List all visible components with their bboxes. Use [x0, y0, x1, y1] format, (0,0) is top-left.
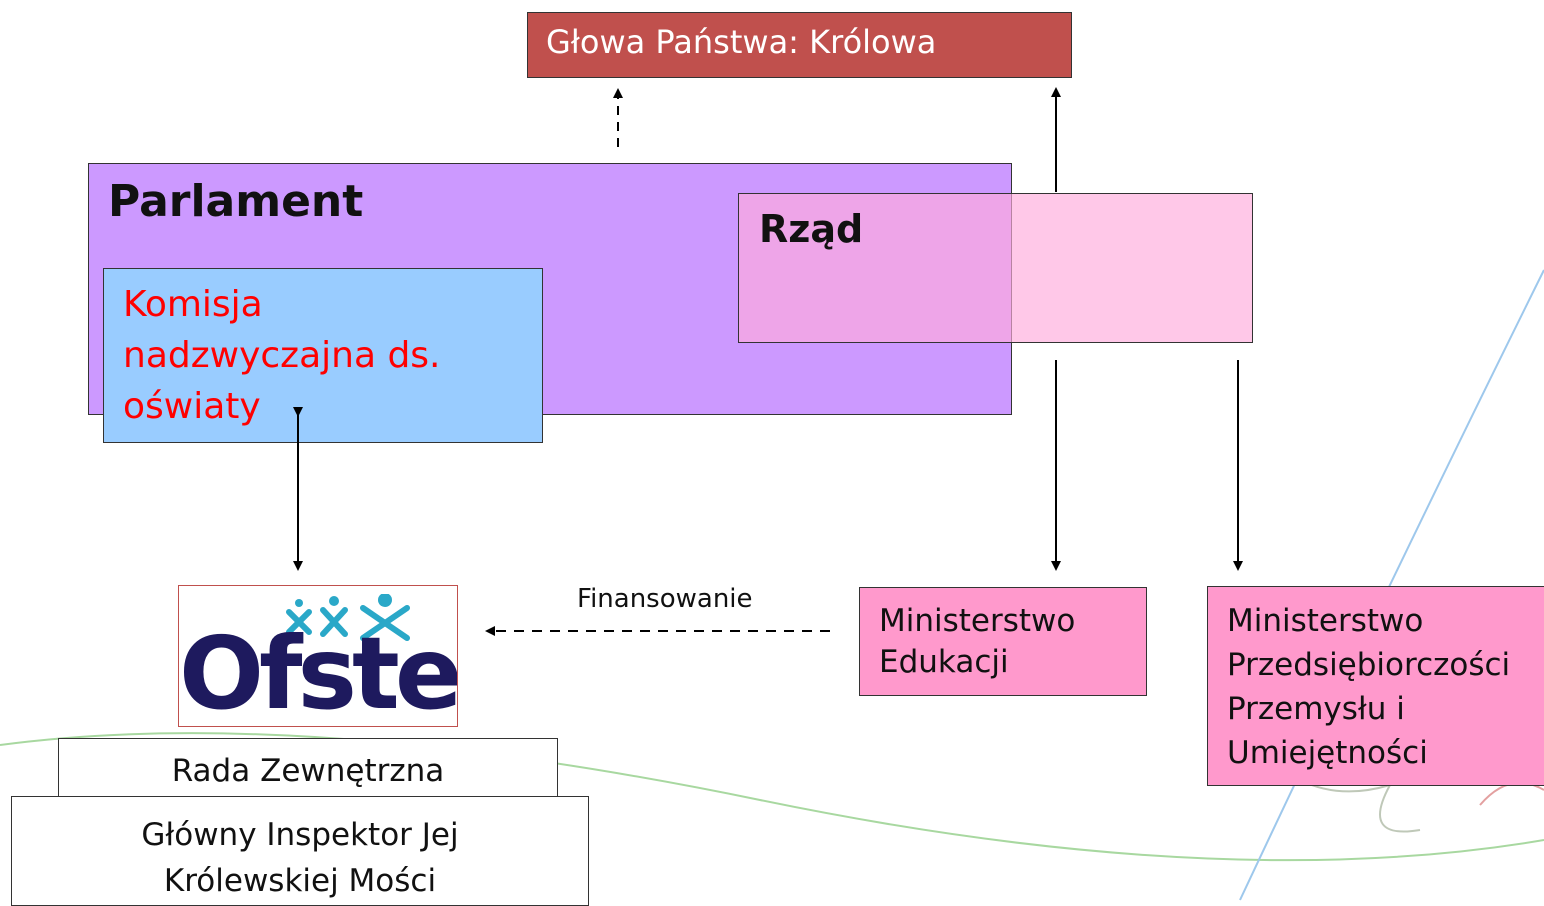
ministry-enterprise-box: Ministerstwo Przedsiębiorczości Przemysł…: [1207, 586, 1544, 786]
ofsted-logo: Ofsted: [178, 585, 458, 727]
government-box: [738, 193, 1253, 343]
committee-box: Komisja nadzwyczajna ds. oświaty: [103, 268, 543, 443]
head-of-state-box: Głowa Państwa: Królowa: [527, 12, 1072, 78]
ministry-enterprise-line-3: Przemysłu i: [1227, 691, 1405, 727]
blue-curve: [1239, 269, 1544, 901]
government-title: Rząd: [759, 207, 864, 251]
ministry-education-line-2: Edukacji: [879, 644, 1009, 680]
logo-wordmark: Ofsted: [179, 615, 458, 727]
ministry-enterprise-line-1: Ministerstwo: [1227, 603, 1424, 639]
external-board-label: Rada Zewnętrzna: [171, 753, 445, 789]
green-curve: [0, 732, 1544, 862]
chief-inspector-line-1: Główny Inspektor Jej: [141, 817, 459, 853]
committee-line-2: nadzwyczajna ds.: [123, 335, 441, 376]
external-board-box: Rada Zewnętrzna: [58, 738, 558, 800]
chief-inspector-box: Główny Inspektor Jej Królewskiej Mości: [11, 796, 589, 906]
funding-label: Finansowanie: [577, 584, 753, 614]
parliament-title: Parlament: [108, 176, 364, 227]
head-of-state-label: Głowa Państwa: Królowa: [546, 23, 937, 61]
ministry-enterprise-line-4: Umiejętności: [1227, 735, 1428, 771]
committee-line-3: oświaty: [123, 386, 261, 427]
chief-inspector-line-2: Królewskiej Mości: [163, 863, 437, 899]
logo-stars-icon: [286, 594, 410, 641]
ministry-enterprise-line-2: Przedsiębiorczości: [1227, 647, 1511, 683]
ministry-education-line-1: Ministerstwo: [879, 603, 1076, 639]
committee-line-1: Komisja: [123, 284, 263, 325]
ministry-education-box: Ministerstwo Edukacji: [859, 587, 1147, 696]
